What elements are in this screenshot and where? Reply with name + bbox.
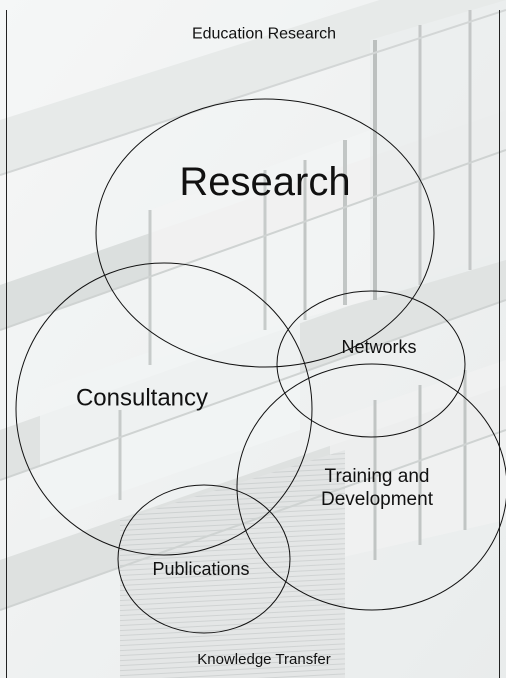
top-label: Education Research [191,25,337,43]
consultancy-label: Consultancy [75,384,209,412]
training-label: Training and Development [321,466,433,510]
diagram-frame [6,10,500,678]
networks-label: Networks [341,337,417,358]
publications-circle [117,484,291,634]
research-circle [95,98,435,368]
publications-label: Publications [152,559,250,580]
research-label: Research [179,160,351,204]
training-circle [236,363,506,611]
networks-circle [276,290,466,438]
consultancy-circle [15,262,313,556]
bottom-label: Knowledge Transfer [197,651,331,668]
